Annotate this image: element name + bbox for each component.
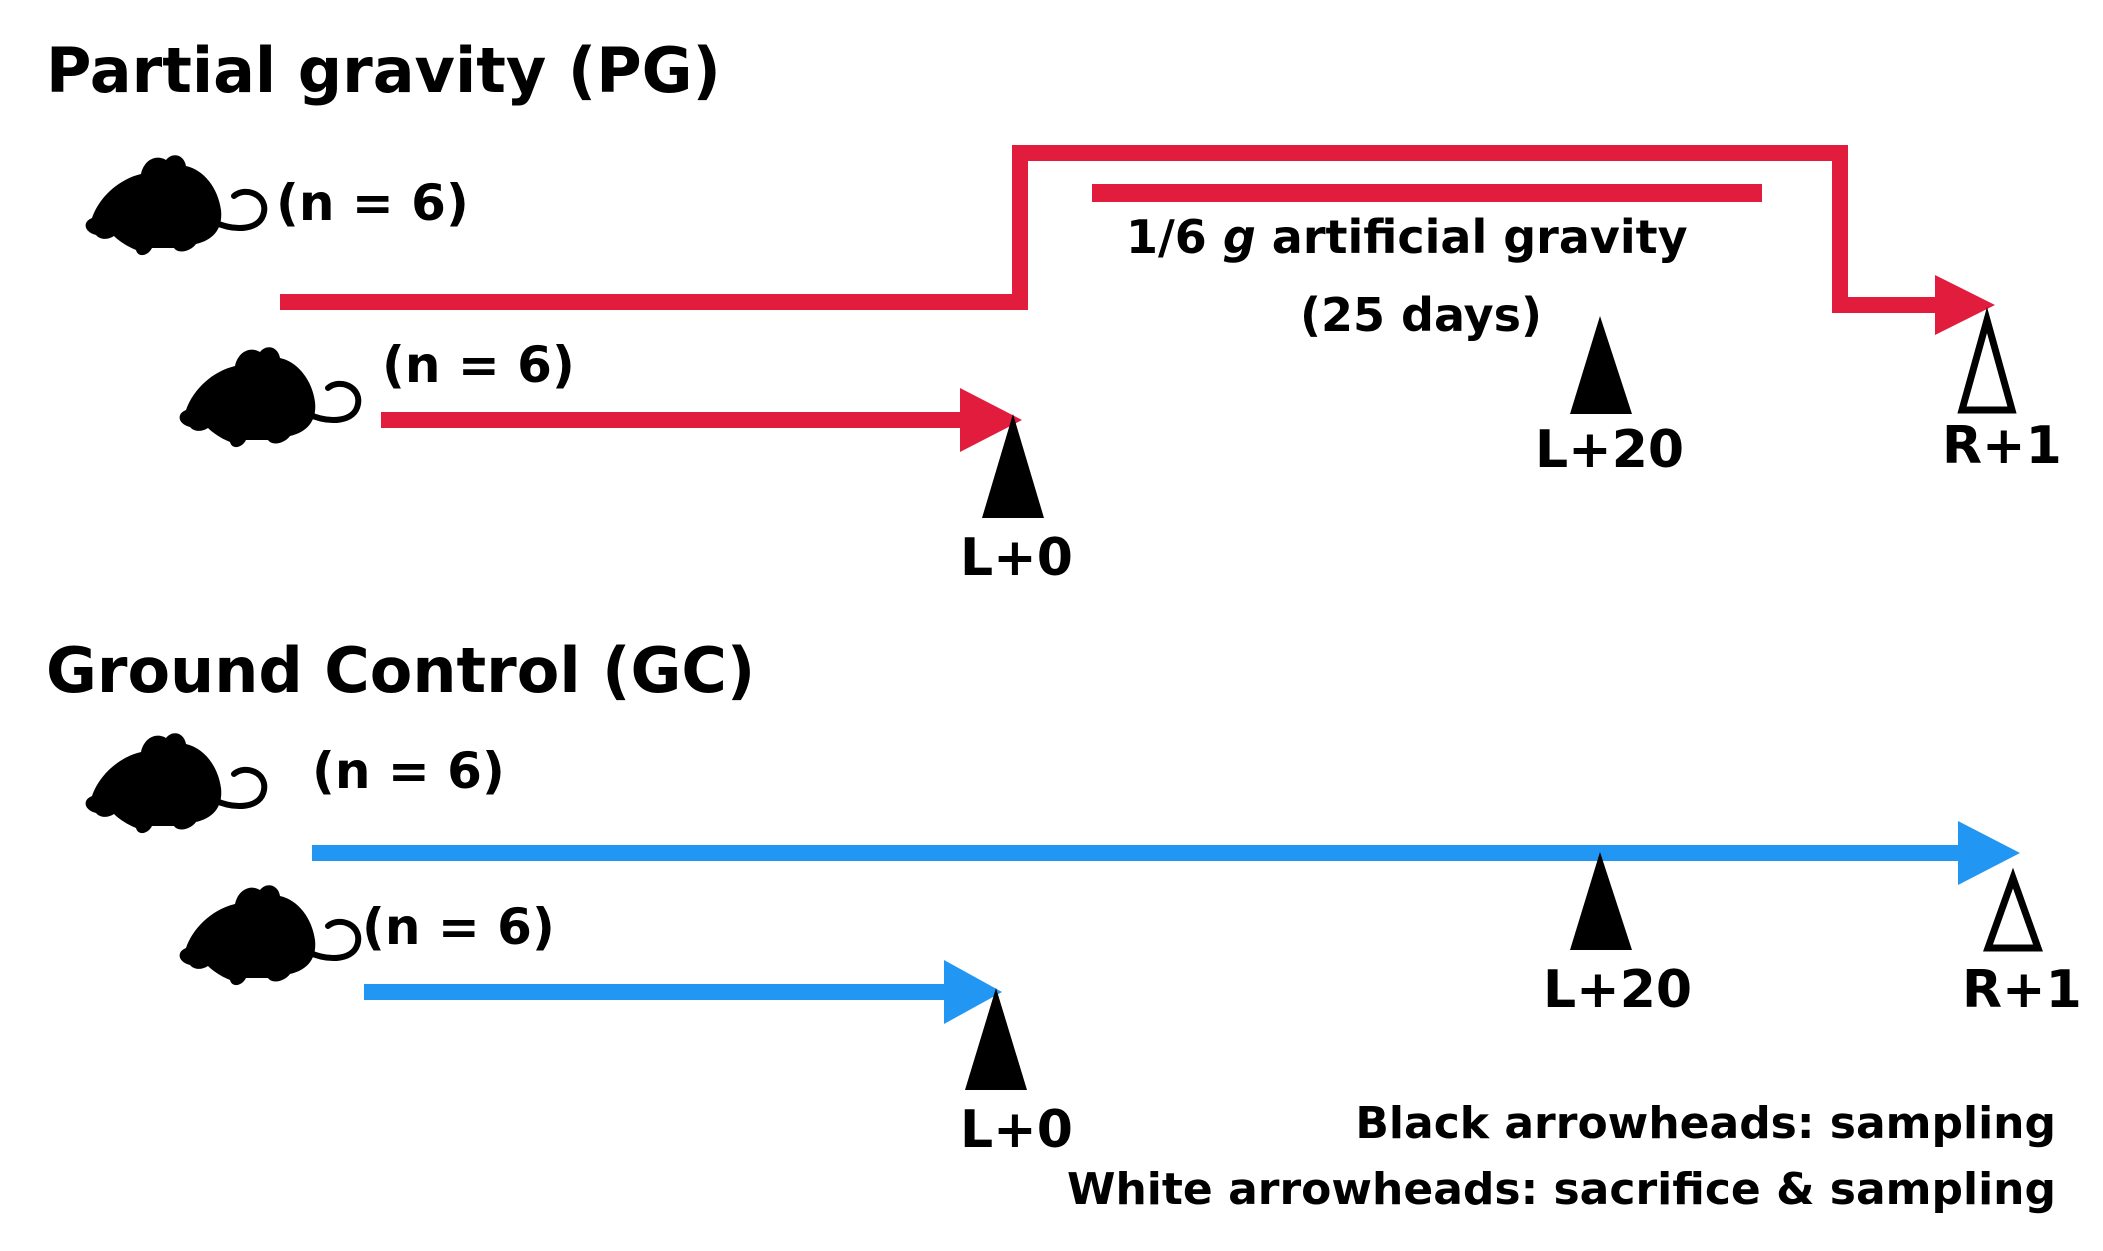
pg-l20-arrowhead-filled-icon xyxy=(1570,316,1632,414)
pg-l20-label: L+20 xyxy=(1535,420,1685,480)
gc-group2-mouse-icon xyxy=(180,885,359,985)
pg-group2-n: (n = 6) xyxy=(382,336,575,394)
pg-group1-mouse-icon xyxy=(86,155,265,255)
legend-white: White arrowheads: sacrifice & sampling xyxy=(1066,1164,2056,1215)
ag-note-line2: (25 days) xyxy=(1300,288,1542,342)
pg-group2-mouse-icon xyxy=(180,347,359,447)
pg-l0-label: L+0 xyxy=(960,528,1073,588)
gc-l0-label: L+0 xyxy=(960,1100,1073,1160)
pg-title: Partial gravity (PG) xyxy=(46,34,721,107)
pg-r1-arrowhead-open-icon xyxy=(1957,306,2017,414)
ag-note-line1: 1/6 g artificial gravity xyxy=(1126,210,1688,264)
gc-group1-mouse-icon xyxy=(86,733,265,833)
pg-group2-arrowhead xyxy=(960,388,1022,452)
gc-group2-n: (n = 6) xyxy=(362,898,555,956)
gc-l0-arrowhead-filled-icon xyxy=(965,988,1027,1090)
pg-group1-line xyxy=(280,145,1940,313)
gc-r1-label: R+1 xyxy=(1962,960,2082,1020)
pg-l0-arrowhead-filled-icon xyxy=(982,414,1044,518)
gc-l20-label: L+20 xyxy=(1543,960,1693,1020)
gc-title: Ground Control (GC) xyxy=(46,634,756,707)
gc-group1-n: (n = 6) xyxy=(312,742,505,800)
pg-group1-arrowhead xyxy=(1935,275,1995,335)
legend-black: Black arrowheads: sampling xyxy=(1355,1098,2056,1149)
gc-r1-arrowhead-open-icon xyxy=(1983,867,2043,952)
gc-group2-arrowhead xyxy=(944,960,1002,1024)
gc-group1-arrowhead xyxy=(1958,821,2020,885)
pg-group1-n: (n = 6) xyxy=(276,174,469,232)
pg-r1-label: R+1 xyxy=(1942,416,2062,476)
gc-l20-arrowhead-filled-icon xyxy=(1570,852,1632,950)
